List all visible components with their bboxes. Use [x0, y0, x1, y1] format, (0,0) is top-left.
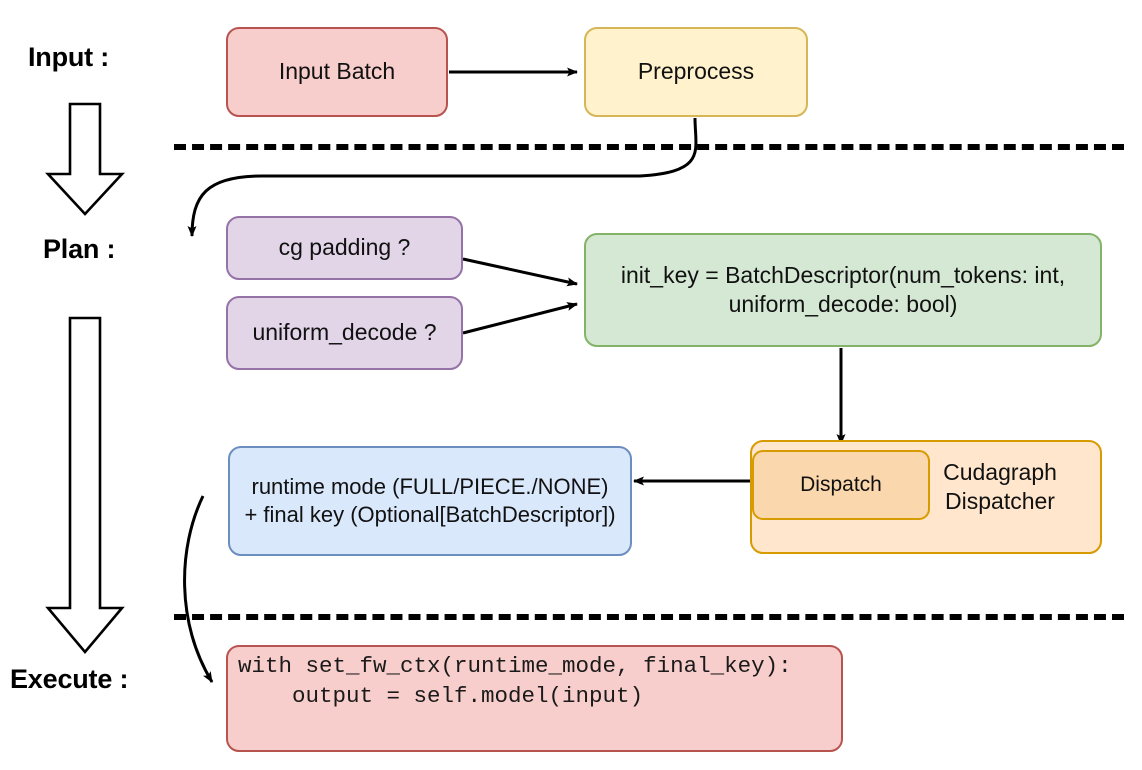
node-execute-code[interactable]: with set_fw_ctx(runtime_mode, final_key)…	[226, 645, 843, 752]
node-cudagraph-dispatcher-label: Cudagraph Dispatcher	[943, 459, 1057, 515]
node-runtime-mode-line1: runtime mode (FULL/PIECE./NONE)	[251, 473, 609, 499]
node-input-batch-label: Input Batch	[278, 58, 396, 85]
edge-uniform-decode-to-batch-descriptor	[462, 302, 578, 335]
node-batch-descriptor-line1: init_key = BatchDescriptor(num_tokens: i…	[620, 261, 1066, 288]
node-runtime-mode[interactable]: runtime mode (FULL/PIECE./NONE) + final …	[228, 446, 632, 556]
stage-label-input: Input :	[28, 42, 110, 72]
plan-execute-divider	[174, 614, 1124, 620]
node-batch-descriptor[interactable]: init_key = BatchDescriptor(num_tokens: i…	[584, 233, 1102, 347]
edge-runtime-mode-to-execute-code	[183, 495, 214, 683]
node-preprocess[interactable]: Preprocess	[584, 27, 808, 117]
input-stage-to-plan-stage	[45, 102, 125, 216]
node-preprocess-label: Preprocess	[637, 58, 755, 85]
node-cg-padding-label: cg padding ?	[278, 234, 411, 261]
input-plan-divider	[174, 144, 1124, 150]
stage-label-plan: Plan :	[43, 234, 116, 264]
node-uniform-decode-label: uniform_decode ?	[252, 319, 437, 346]
node-execute-code-line2: output = self.model(input)	[238, 683, 644, 710]
edge-cg-padding-to-batch-descriptor	[462, 257, 578, 287]
node-cg-padding[interactable]: cg padding ?	[226, 216, 463, 280]
node-input-batch[interactable]: Input Batch	[226, 27, 448, 117]
stage-label-execute: Execute :	[10, 664, 129, 694]
plan-stage-to-execute-stage	[45, 316, 125, 655]
node-uniform-decode[interactable]: uniform_decode ?	[226, 296, 463, 370]
node-runtime-mode-line2: + final key (Optional[BatchDescriptor])	[244, 502, 616, 527]
node-execute-code-line1: with set_fw_ctx(runtime_mode, final_key)…	[238, 653, 792, 679]
node-dispatch[interactable]: Dispatch	[752, 450, 930, 520]
node-dispatch-label: Dispatch	[800, 472, 882, 496]
node-batch-descriptor-line2: uniform_decode: bool)	[728, 291, 958, 317]
